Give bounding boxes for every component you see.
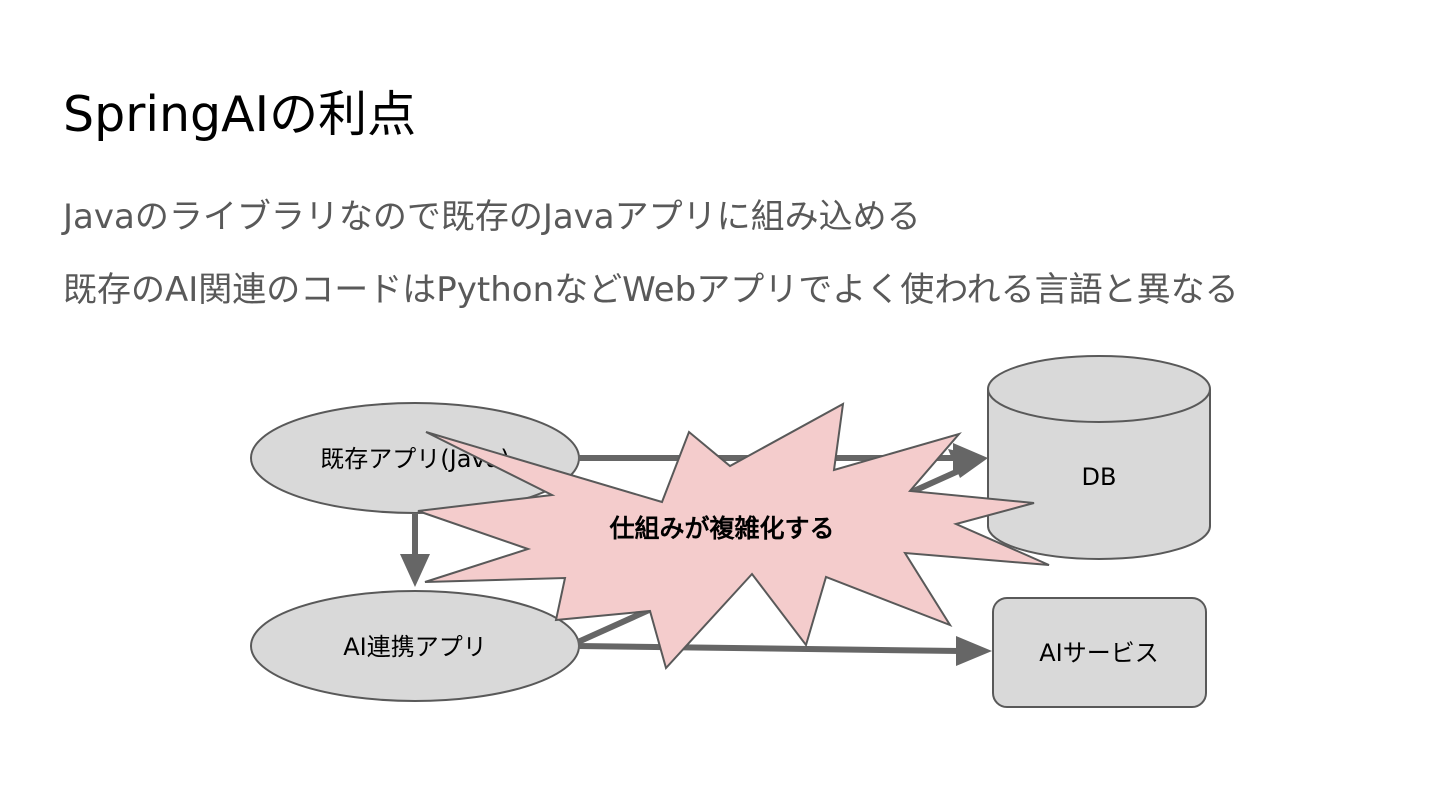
- db-label: DB: [1082, 463, 1117, 491]
- ai-service-label: AIサービス: [1039, 639, 1159, 667]
- ai-service-node: [992, 597, 1207, 708]
- ai-app-label: AI連携アプリ: [343, 633, 487, 661]
- db-cylinder: [987, 355, 1211, 560]
- explosion-burst: [417, 402, 1050, 671]
- arrowhead-existing-to-ai-app: [400, 554, 430, 587]
- slide-title: SpringAIの利点: [63, 86, 417, 143]
- arrow-ai-app-to-ai-service: [577, 643, 961, 654]
- arrowhead-ai-app-to-ai-service: [956, 636, 992, 666]
- bullet-language-difference: 既存のAI関連のコードはPythonなどWebアプリでよく使われる言語と異なる: [63, 270, 1239, 310]
- arrowhead-ai-app-to-db: [948, 449, 988, 478]
- bullet-java-library: Javaのライブラリなので既存のJavaアプリに組み込める: [63, 197, 921, 237]
- burst-label: 仕組みが複雑化する: [608, 514, 834, 543]
